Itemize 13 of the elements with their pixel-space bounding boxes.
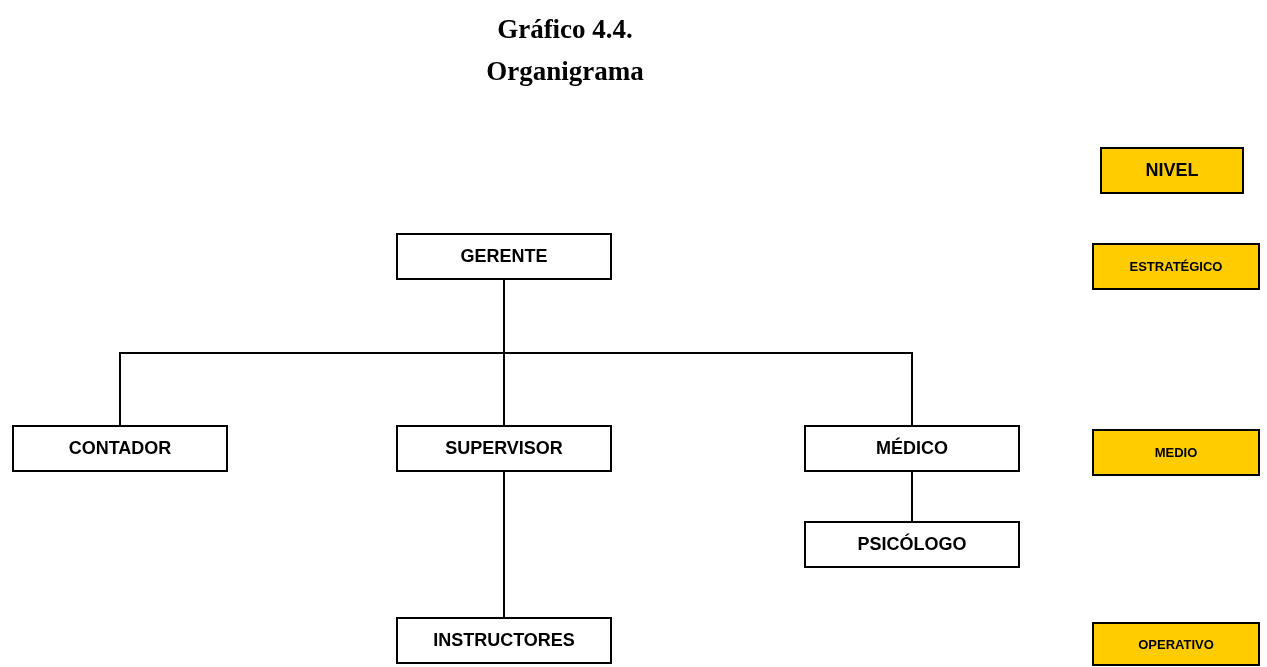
level-box: NIVEL [1100, 147, 1244, 194]
position-box: GERENTE [396, 233, 612, 280]
connector-line [503, 471, 505, 618]
position-box: SUPERVISOR [396, 425, 612, 472]
position-box: INSTRUCTORES [396, 617, 612, 664]
position-box: MÉDICO [804, 425, 1020, 472]
level-box: OPERATIVO [1092, 622, 1260, 666]
position-box: CONTADOR [12, 425, 228, 472]
level-box: MEDIO [1092, 429, 1260, 476]
position-box: PSICÓLOGO [804, 521, 1020, 568]
connector-line [911, 471, 913, 522]
chart-title: Gráfico 4.4. Organigrama [485, 13, 645, 88]
level-box: ESTRATÉGICO [1092, 243, 1260, 290]
